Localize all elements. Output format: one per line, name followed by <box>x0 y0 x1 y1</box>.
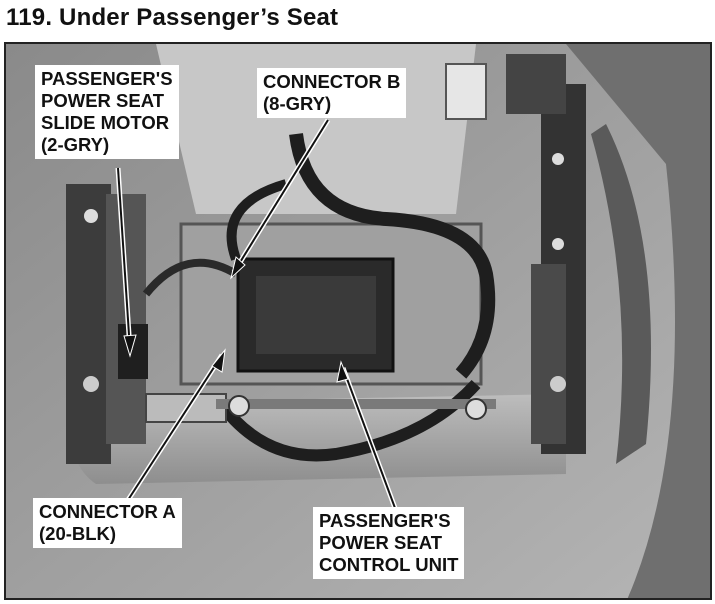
callout-control-unit: PASSENGER'S POWER SEAT CONTROL UNIT <box>313 507 465 579</box>
callout-connector-a: CONNECTOR A (20-BLK) <box>33 498 182 548</box>
callout-slide-motor: PASSENGER'S POWER SEAT SLIDE MOTOR (2-GR… <box>35 65 179 159</box>
callout-connector-b: CONNECTOR B (8-GRY) <box>257 68 407 118</box>
page-title: 119. Under Passenger’s Seat <box>6 4 339 31</box>
